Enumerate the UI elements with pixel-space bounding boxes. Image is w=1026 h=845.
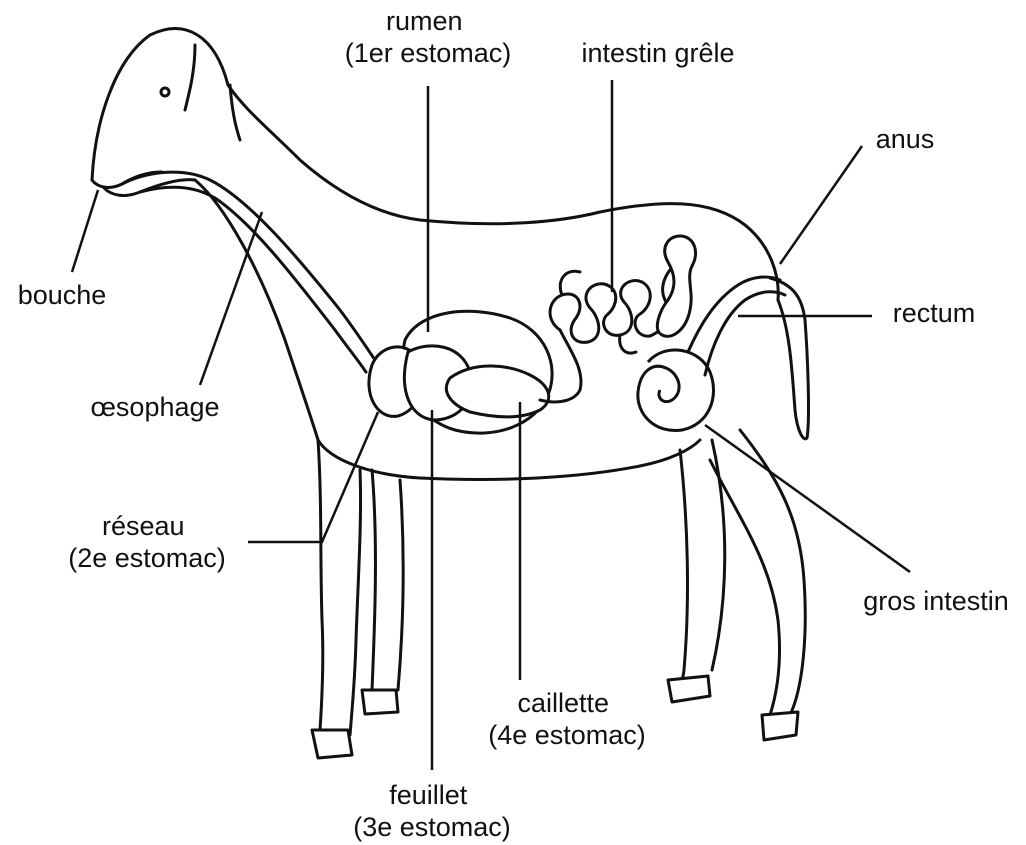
bouche-leader xyxy=(72,190,98,272)
reseau-leader xyxy=(248,412,378,542)
front-leg-left xyxy=(318,440,361,735)
hind-hoof-right xyxy=(762,712,798,740)
rectum-tube-inner xyxy=(688,277,780,352)
label-caillette-line2: (4e estomac) xyxy=(488,720,646,750)
label-anus: anus xyxy=(876,124,935,154)
label-rectum: rectum xyxy=(893,298,976,328)
anus-leader xyxy=(780,146,862,264)
oesophagus-tube-inner xyxy=(140,187,366,372)
label-caillette: caillette (4e estomac) xyxy=(488,688,646,750)
label-oesophage: œsophage xyxy=(90,392,219,422)
label-feuillet-line2: (3e estomac) xyxy=(353,812,511,842)
oesophage-leader xyxy=(200,212,262,385)
front-hoof-right xyxy=(362,690,398,714)
label-bouche: bouche xyxy=(18,280,107,310)
gros-intestin-leader xyxy=(705,425,910,572)
label-reseau-line2: (2e estomac) xyxy=(68,543,226,573)
label-reseau: réseau (2e estomac) xyxy=(68,511,226,573)
label-rumen: rumen (1er estomac) xyxy=(345,6,512,68)
large-intestine-spiral xyxy=(638,350,714,431)
label-rumen-line2: (1er estomac) xyxy=(345,38,512,68)
label-feuillet: feuillet (3e estomac) xyxy=(353,780,511,842)
front-hoof-left xyxy=(312,730,352,758)
head-detail-lines xyxy=(185,45,240,140)
label-reseau-line1: réseau xyxy=(102,511,185,541)
front-leg-right xyxy=(372,470,403,690)
belly-outline xyxy=(318,440,700,480)
eye xyxy=(161,88,169,96)
label-feuillet-line1: feuillet xyxy=(389,780,468,810)
label-intestin-grele: intestin grêle xyxy=(581,38,734,68)
label-caillette-line1: caillette xyxy=(517,688,609,718)
tail-outline xyxy=(770,278,808,439)
label-rumen-line1: rumen xyxy=(386,6,463,36)
label-gros-intestin: gros intestin xyxy=(863,586,1009,616)
hind-hoof-left xyxy=(668,676,710,702)
